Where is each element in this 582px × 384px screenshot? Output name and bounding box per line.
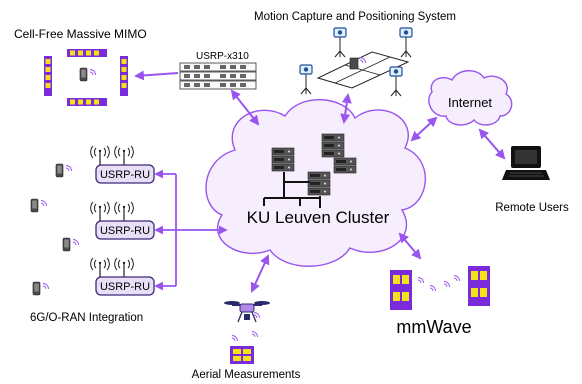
laptop-icon xyxy=(502,146,550,180)
internet-cluster-arrow xyxy=(410,116,438,142)
aerial-panel-icon xyxy=(230,331,258,364)
ru-cluster-connector xyxy=(154,169,228,291)
ue-phones-icon xyxy=(30,163,79,296)
usrp-cluster-arrow xyxy=(230,89,260,126)
server-rack-icon xyxy=(263,133,357,208)
usrp-ru-box xyxy=(95,164,155,184)
mmwave-cluster-arrow xyxy=(398,232,422,260)
internet-remote-arrow xyxy=(478,128,506,160)
motion-cluster-arrow xyxy=(340,93,352,124)
internet-cloud xyxy=(428,70,513,126)
usrp-ru-box xyxy=(95,276,155,296)
usrp-x310-label: USRP-x310 xyxy=(196,51,249,62)
mmwave-panels-icon xyxy=(390,266,490,310)
usrp-ru-label: USRP-RU xyxy=(100,169,150,181)
aerial-label: Aerial Measurements xyxy=(192,369,301,381)
cluster-label: KU Leuven Cluster xyxy=(247,208,390,227)
motion-capture-label: Motion Capture and Positioning System xyxy=(254,11,456,23)
usrp-ru-label: USRP-RU xyxy=(100,225,150,237)
cell-free-label: Cell-Free Massive MIMO xyxy=(14,27,147,41)
motion-capture-icon xyxy=(299,27,413,97)
oran-label: 6G/O-RAN Integration xyxy=(30,312,143,324)
internet-label: Internet xyxy=(448,95,492,110)
remote-users-label: Remote Users xyxy=(495,202,569,214)
drone-icon xyxy=(224,301,270,323)
usrp-ru-box xyxy=(95,220,155,240)
cellfree-usrp-arrow xyxy=(134,70,179,81)
cell-free-array-icon xyxy=(44,49,128,106)
usrp-ru-label: USRP-RU xyxy=(100,281,150,293)
mmwave-label: mmWave xyxy=(396,317,471,337)
aerial-cluster-arrow xyxy=(250,254,270,293)
usrp-x310-stack-icon xyxy=(179,62,257,90)
